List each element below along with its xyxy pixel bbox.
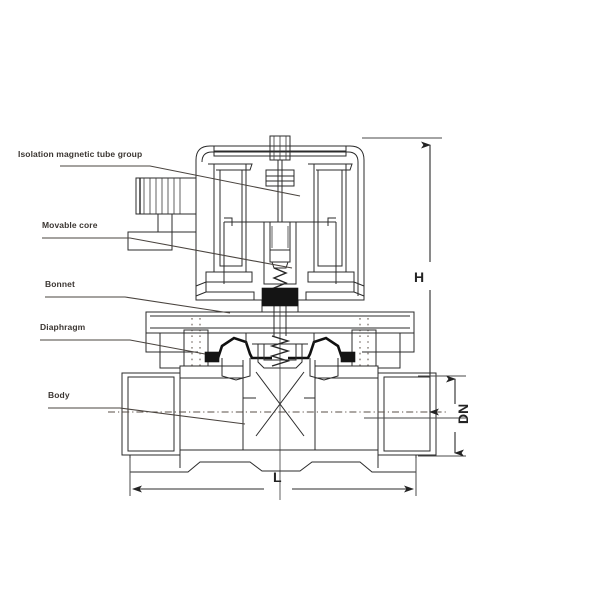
bonnet-left-skirt (145, 333, 198, 353)
callout-label-bonnet: Bonnet (45, 279, 75, 289)
coil-skirt-right (353, 281, 365, 297)
bonnet-left-lip (159, 333, 180, 369)
leader-isolation-magnetic-tube-group (60, 165, 301, 197)
leader-body (48, 407, 246, 425)
magnetic-tube-and-core (223, 135, 337, 307)
stem-thread-top (269, 135, 291, 161)
bobbin-flange-top-right (308, 163, 353, 171)
right-shoulder (315, 365, 379, 373)
coil-outer-shell (195, 145, 365, 301)
bracket-tab-left (224, 217, 233, 226)
bonnet-group (145, 311, 415, 369)
callout-label-diaphragm: Diaphragm (40, 322, 86, 332)
bobbin-flange-bottom-left (205, 271, 253, 283)
bonnet-right-lip (378, 333, 401, 369)
dimension-group: H DN L (129, 137, 471, 496)
leader-bonnet (45, 296, 231, 314)
callout-group: Isolation magnetic tube group Movable co… (18, 149, 301, 425)
bonnet-right-skirt (362, 333, 415, 353)
armature-core-block (261, 287, 299, 307)
valve-body-group (108, 300, 448, 500)
diaphragm-cup-left (221, 358, 251, 381)
solenoid-coil-housing (195, 145, 365, 301)
diaphragm-clamp-left (204, 351, 220, 363)
diaphragm-clamp-right (340, 351, 356, 363)
callout-label-body: Body (48, 390, 70, 400)
coil-base-right (305, 291, 354, 300)
leader-movable-core (42, 237, 293, 269)
right-port-flange-inner (383, 376, 431, 452)
coil-inner-shell (201, 151, 359, 296)
pilot-spring (269, 335, 291, 367)
connector-housing (135, 177, 197, 215)
bobbin-flange-top-left (208, 163, 253, 171)
callout-label-isolation-magnetic-tube-group: Isolation magnetic tube group (18, 149, 142, 159)
leader-diaphragm (40, 339, 206, 355)
center-body-block (242, 360, 316, 451)
bracket-tab-right (327, 217, 336, 226)
callout-label-movable-core: Movable core (42, 220, 98, 230)
bolt-boss-left (183, 329, 209, 367)
dim-label-l: L (273, 469, 282, 485)
connector-plug (127, 231, 173, 251)
coil-base-left (206, 291, 255, 300)
electrical-connector-block (127, 177, 197, 251)
left-port-flange-inner (127, 376, 175, 452)
coil-skirt-left (195, 281, 207, 297)
diaphragm-cup-right (309, 358, 339, 381)
dim-label-dn: DN (455, 404, 471, 424)
pilot-seat-inner (263, 344, 297, 361)
movable-core-plunger (269, 249, 291, 263)
body-bottom-profile (129, 455, 417, 473)
dim-label-h: H (414, 269, 424, 285)
